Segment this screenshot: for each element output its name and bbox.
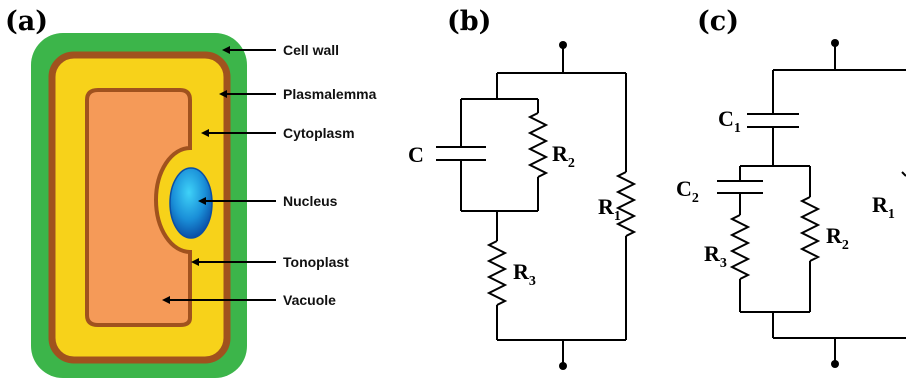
nucleus [169, 167, 213, 239]
panel-label-b: (b) [447, 6, 491, 37]
resistor-r3-b [486, 240, 508, 306]
label-r3-c: R3 [704, 241, 727, 271]
resistor-r2-c [799, 196, 821, 262]
panel-label-c: (c) [697, 6, 739, 37]
label-c1-c: C1 [718, 106, 741, 136]
circuit-b [436, 41, 637, 370]
resistor-r2-b [527, 112, 549, 178]
label-vacuole: Vacuole [283, 292, 336, 308]
label-nucleus: Nucleus [283, 193, 338, 209]
terminal-bottom-c [831, 360, 839, 368]
resistor-r3-c [729, 214, 751, 280]
label-c2-c: C2 [676, 176, 699, 206]
label-cell-wall: Cell wall [283, 42, 339, 58]
label-r3-b: R3 [513, 259, 536, 289]
label-r2-b: R2 [552, 141, 575, 171]
label-tonoplast: Tonoplast [283, 254, 349, 270]
label-cytoplasm: Cytoplasm [283, 125, 355, 141]
plant-cell-diagram [31, 33, 247, 378]
resistor-r1-c [901, 171, 906, 177]
label-plasmalemma: Plasmalemma [283, 86, 377, 102]
vacuole [85, 88, 192, 327]
label-c-b: C [408, 142, 424, 167]
callout-arrows [162, 46, 276, 304]
label-r1-b: R1 [598, 194, 621, 224]
label-r1-c: R1 [872, 192, 895, 222]
resistor-r1-b [615, 171, 637, 237]
label-r2-c: R2 [826, 223, 849, 253]
circuit-c [717, 39, 906, 368]
panel-label-a: (a) [5, 6, 48, 37]
terminal-bottom-b [559, 362, 567, 370]
